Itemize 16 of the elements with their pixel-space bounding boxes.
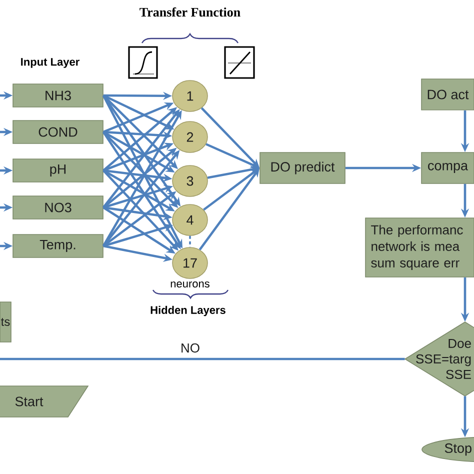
process-box: The performanc network is mea sum square err (365, 218, 474, 278)
process-box: DO act (421, 78, 474, 110)
input-box: Temp. (12, 234, 104, 258)
input-box: NH3 (12, 84, 104, 108)
input-box: COND (12, 120, 104, 144)
process-box: compa (421, 152, 474, 184)
heading: Transfer Function (140, 7, 240, 17)
input-box: pH (12, 158, 104, 182)
connector-line (0, 358, 405, 360)
input-box: NO3 (12, 196, 104, 220)
layer-label: Input Layer (21, 58, 80, 68)
process-box: DO predict (260, 152, 346, 184)
edge-label: NO (180, 342, 201, 354)
process-box: ts (0, 302, 12, 342)
layer-label: Hidden Layers (150, 306, 226, 316)
dashed-line (189, 236, 191, 248)
